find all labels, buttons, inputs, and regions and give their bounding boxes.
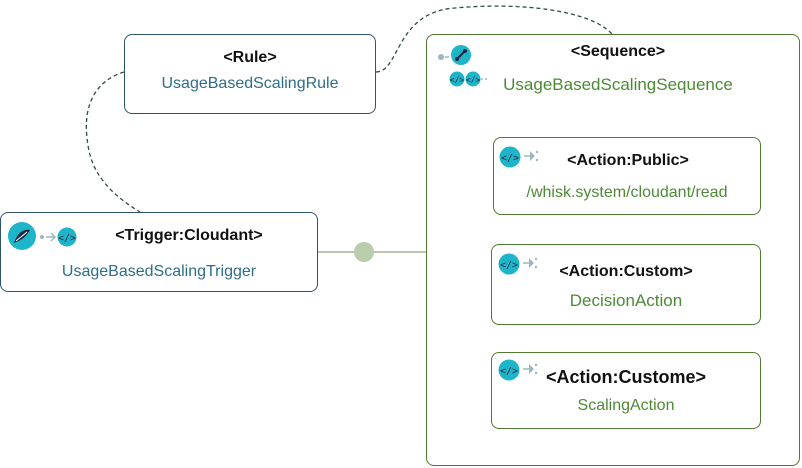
code-icon: </> [57,227,77,247]
cloudant-trigger-icon [8,222,36,250]
action-node-custome[interactable]: </> <Action:Custome> ScalingAction [491,352,761,429]
sequence-icon: </> </> [438,45,489,87]
rule-node[interactable]: <Rule> UsageBasedScalingRule [124,34,376,114]
sequence-stereotype: <Sequence> [570,43,666,60]
action-public-stereotype: <Action:Public> [567,152,689,169]
sequence-node[interactable]: </> </> <Sequence> UsageBasedScalingSequ… [426,34,800,466]
trigger-node[interactable]: </> <Trigger:Cloudant> UsageBasedScaling… [0,212,318,292]
action-connector-icon [523,363,538,375]
rule-name: UsageBasedScalingRule [161,75,339,92]
action-custome-name: ScalingAction [577,397,675,414]
code-icon: </> [498,359,520,381]
action-public-name: /whisk.system/cloudant/read [526,184,728,201]
svg-text:</>: </> [450,76,465,85]
action-connector-icon [524,150,539,162]
rule-stereotype: <Rule> [223,49,277,66]
code-icon: </> [498,253,520,275]
rule-to-sequence-link [375,5,613,73]
code-icon: </> [499,146,521,168]
action-node-public[interactable]: </> <Action:Public> /whisk.system/clouda… [493,137,761,215]
rule-to-trigger-link [85,71,141,213]
trigger-connector-icon [40,232,57,242]
svg-text:</>: </> [501,153,519,164]
action-custom-name: DecisionAction [569,291,683,310]
trigger-name: UsageBasedScalingTrigger [61,263,257,280]
svg-text:</>: </> [500,260,518,271]
trigger-sequence-connector-dot [354,242,374,262]
svg-text:</>: </> [500,366,518,377]
svg-text:</>: </> [58,233,76,244]
action-custome-stereotype: <Action:Custome> [545,367,707,387]
sequence-name: UsageBasedScalingSequence [503,75,733,94]
action-connector-icon [523,257,538,269]
action-custom-stereotype: <Action:Custom> [559,263,693,280]
svg-text:</>: </> [466,76,481,85]
trigger-stereotype: <Trigger:Cloudant> [115,227,263,244]
action-node-custom[interactable]: </> <Action:Custom> DecisionAction [491,244,761,325]
